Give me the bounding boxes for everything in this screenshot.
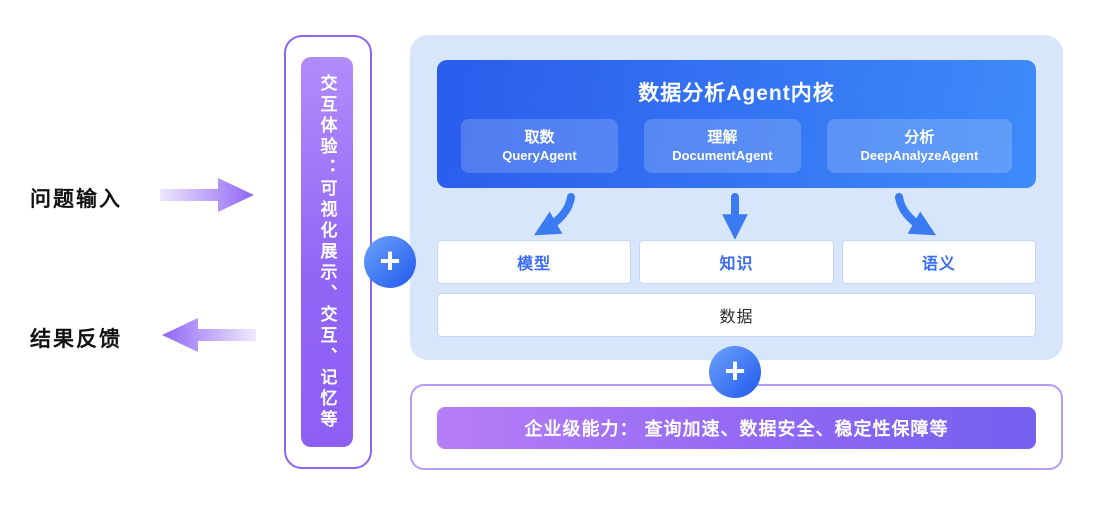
- agent-name: DocumentAgent: [672, 148, 773, 163]
- agent-role: 分析: [904, 129, 935, 146]
- curved-arrow-down-right-icon: [895, 193, 937, 236]
- agent-name: QueryAgent: [502, 148, 577, 163]
- arrow-left-icon: [162, 318, 256, 352]
- interaction-experience-label: 交互体验：可视化展示、交互、记忆等: [317, 73, 337, 431]
- plus-glyph: +: [379, 239, 401, 281]
- plus-icon: +: [364, 236, 416, 288]
- agent-name: DeepAnalyzeAgent: [860, 148, 979, 163]
- plus-icon: +: [709, 346, 761, 398]
- capability-knowledge: 知识: [639, 240, 834, 284]
- interaction-experience-container: 交互体验：可视化展示、交互、记忆等: [284, 35, 372, 469]
- question-input-label: 问题输入: [30, 188, 122, 211]
- agent-list: 取数 QueryAgent 理解 DocumentAgent 分析 DeepAn…: [461, 119, 1012, 173]
- data-layer-box: 数据: [437, 293, 1036, 337]
- straight-arrow-down-icon: [722, 193, 748, 239]
- agent-role: 取数: [524, 129, 555, 146]
- capability-row: 模型 知识 语义: [437, 240, 1036, 284]
- agent-deep-analyze: 分析 DeepAnalyzeAgent: [826, 119, 1012, 173]
- agent-core-title: 数据分析Agent内核: [638, 82, 835, 105]
- enterprise-capability-bar: 企业级能力： 查询加速、数据安全、稳定性保障等: [437, 407, 1036, 449]
- arrow-right-icon: [160, 178, 254, 212]
- agent-query: 取数 QueryAgent: [461, 119, 618, 173]
- enterprise-capability-container: 企业级能力： 查询加速、数据安全、稳定性保障等: [410, 384, 1063, 470]
- curved-arrow-down-left-icon: [533, 193, 575, 236]
- interaction-experience-bar: 交互体验：可视化展示、交互、记忆等: [301, 57, 353, 447]
- agent-role: 理解: [707, 129, 738, 146]
- agent-core-panel: 数据分析Agent内核 取数 QueryAgent 理解 DocumentAge…: [410, 35, 1063, 360]
- agent-core-header: 数据分析Agent内核 取数 QueryAgent 理解 DocumentAge…: [437, 60, 1036, 188]
- capability-model: 模型: [437, 240, 632, 284]
- enterprise-capability-label: 企业级能力： 查询加速、数据安全、稳定性保障等: [524, 419, 949, 439]
- agent-document: 理解 DocumentAgent: [643, 119, 801, 173]
- plus-glyph: +: [724, 349, 746, 391]
- capability-semantics: 语义: [841, 240, 1036, 284]
- result-feedback-label: 结果反馈: [30, 328, 122, 351]
